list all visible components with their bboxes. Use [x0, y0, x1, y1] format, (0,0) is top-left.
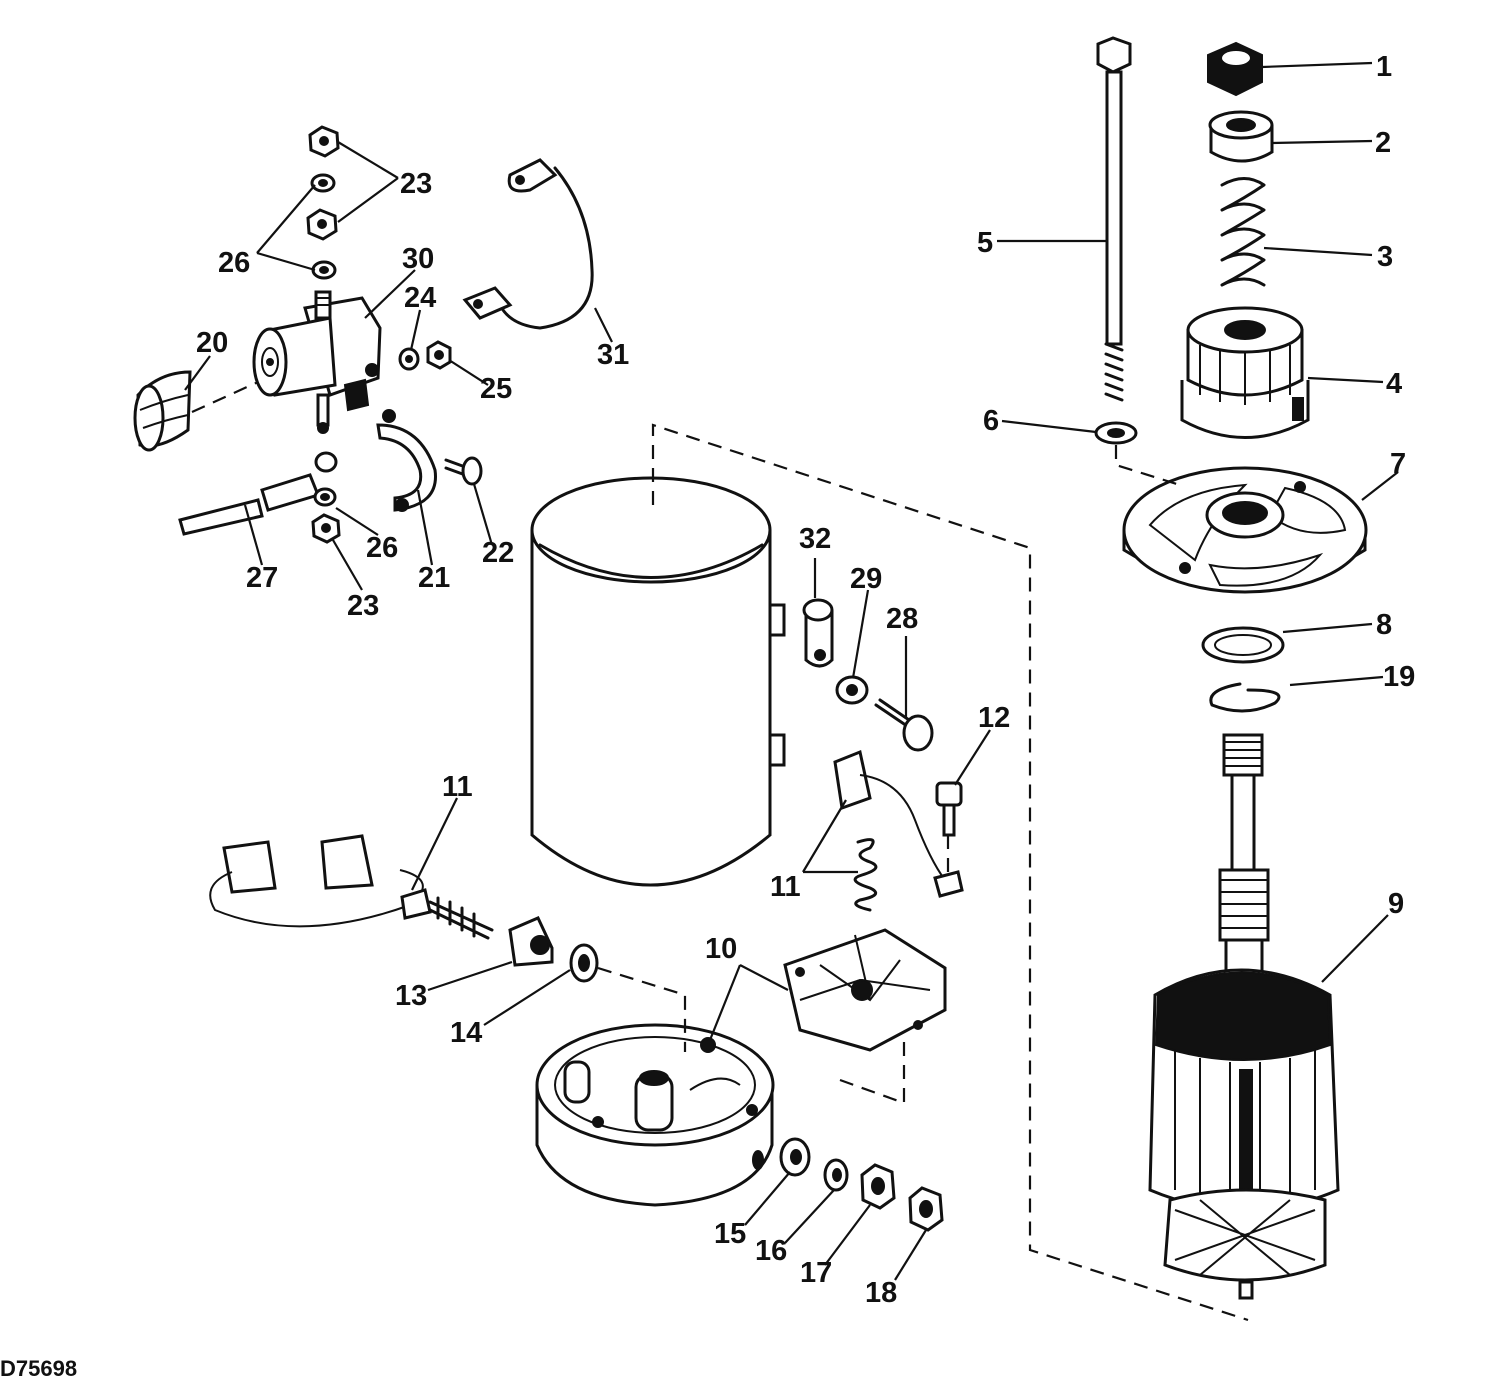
callout-30: 30	[402, 243, 434, 275]
part-5-through-bolt	[1096, 36, 1132, 402]
callout-2: 2	[1375, 127, 1391, 159]
callout-26-secondary: 26	[366, 532, 398, 564]
part-30-solenoid	[252, 290, 382, 434]
callout-5: 5	[977, 227, 993, 259]
callout-17: 17	[800, 1257, 832, 1289]
callout-25: 25	[480, 373, 512, 405]
callout-31: 31	[597, 339, 629, 371]
part-8-thrust-washer	[1201, 626, 1285, 664]
part-1-pinion-nut	[1207, 41, 1263, 97]
part-23-nuts	[306, 125, 340, 241]
callout-23-secondary: 23	[347, 590, 379, 622]
part-7-drive-end-frame	[1122, 466, 1368, 594]
part-16-lock-washer	[823, 1158, 849, 1192]
callout-28: 28	[886, 603, 918, 635]
callout-8: 8	[1376, 609, 1392, 641]
callout-27: 27	[246, 562, 278, 594]
assembly-line-washer-to-frame	[1114, 445, 1181, 487]
callout-16: 16	[755, 1235, 787, 1267]
part-11-brush-set-left	[209, 834, 494, 940]
assembly-line-frame-to-armature	[651, 423, 1249, 1322]
callout-15: 15	[714, 1218, 746, 1250]
assembly-line-endcap	[597, 966, 687, 1052]
part-28-terminal-screw	[874, 698, 934, 752]
callout-6: 6	[983, 405, 999, 437]
leader-lines	[184, 61, 1399, 1281]
callout-21: 21	[418, 562, 450, 594]
callout-10: 10	[705, 933, 737, 965]
part-29-lock-washer	[835, 675, 869, 705]
callout-19: 19	[1383, 661, 1415, 693]
callout-26: 26	[218, 247, 250, 279]
part-2-stop-collar	[1208, 110, 1274, 163]
part-19-retaining-ring	[1209, 682, 1281, 713]
part-21-bracket	[376, 409, 437, 512]
part-22-screw	[444, 456, 483, 486]
callout-24: 24	[404, 282, 436, 314]
drawing-code: D75698	[0, 1356, 77, 1378]
commutator-end-head	[535, 1023, 775, 1207]
part-31-cable	[462, 158, 594, 330]
part-15-washer	[779, 1137, 811, 1177]
callout-22: 22	[482, 537, 514, 569]
callout-13: 13	[395, 980, 427, 1012]
part-9-armature	[1148, 733, 1340, 1300]
callout-9: 9	[1388, 888, 1404, 920]
part-4-pinion-drive	[1180, 306, 1310, 439]
callout-3: 3	[1377, 241, 1393, 273]
assembly-line-solenoid-boot	[191, 380, 259, 414]
callout-labels: 1 2 3 4 5 6 7 8 9 10 11 11 12 13 14 15 1…	[0, 51, 1415, 1378]
callout-12: 12	[978, 702, 1010, 734]
callout-14: 14	[450, 1017, 482, 1049]
part-20-boot	[133, 370, 192, 452]
callout-11-secondary: 11	[770, 871, 801, 903]
callout-18: 18	[865, 1277, 897, 1309]
part-24-lock-washer	[398, 347, 420, 371]
part-25-nut	[426, 340, 452, 370]
callout-23: 23	[400, 168, 432, 200]
callout-20: 20	[196, 327, 228, 359]
part-23-nut-lower	[311, 513, 341, 544]
part-32-terminal-clip	[802, 598, 834, 668]
part-11-brush-spring-set	[833, 749, 964, 912]
callout-1: 1	[1376, 51, 1392, 83]
part-14-washer	[569, 943, 599, 983]
callout-4: 4	[1386, 368, 1402, 400]
part-6-bolt-washer	[1094, 421, 1138, 445]
part-26-washer-lower	[313, 487, 337, 507]
callout-7: 7	[1390, 448, 1406, 480]
callout-32: 32	[799, 523, 831, 555]
part-3-spring	[1220, 177, 1266, 287]
part-18-nut	[908, 1186, 944, 1232]
part-10-brush-holder	[783, 928, 947, 1052]
callout-29: 29	[850, 563, 882, 595]
part-27-plunger-pin	[178, 451, 338, 536]
part-17-nut	[860, 1163, 896, 1210]
field-frame-cylinder	[530, 476, 786, 887]
callout-11: 11	[442, 771, 473, 803]
part-12-brush-screw	[935, 781, 963, 837]
part-13-terminal-insulator	[508, 916, 554, 967]
